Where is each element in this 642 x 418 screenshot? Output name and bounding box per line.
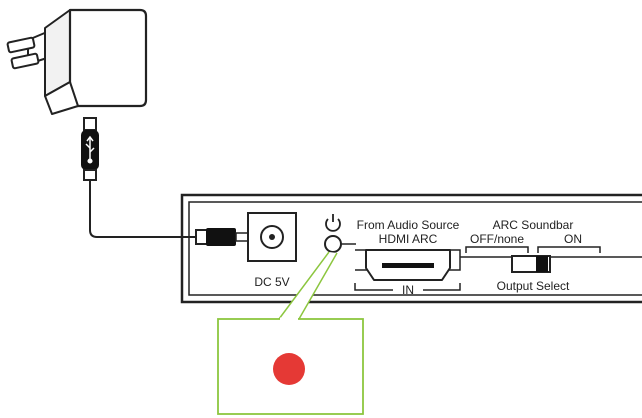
dc-port-label: DC 5V [254,275,289,289]
dc-plug [195,228,253,246]
dc-power-jack [247,212,297,262]
in-label: IN [402,283,414,297]
red-indicator-light [273,353,305,385]
off-none-label: OFF/none [470,232,524,246]
from-audio-source-label: From Audio Source [357,218,460,232]
hdmi-port [355,249,461,281]
power-indicator-led [324,235,342,253]
led-callout [217,251,364,415]
hdmi-arc-label: HDMI ARC [379,232,438,246]
output-select-switch[interactable] [511,255,551,273]
output-select-switch-knob [536,256,548,272]
in-bracket [354,283,461,291]
arc-soundbar-label: ARC Soundbar [493,218,574,232]
power-cable [89,180,198,238]
rear-panel [180,193,642,304]
switch-brackets [465,246,601,253]
power-adapter [6,8,148,115]
usb-plug [81,117,99,181]
output-select-label: Output Select [497,279,570,293]
usb-icon [85,135,95,164]
power-icon [325,214,341,232]
on-label: ON [564,232,582,246]
